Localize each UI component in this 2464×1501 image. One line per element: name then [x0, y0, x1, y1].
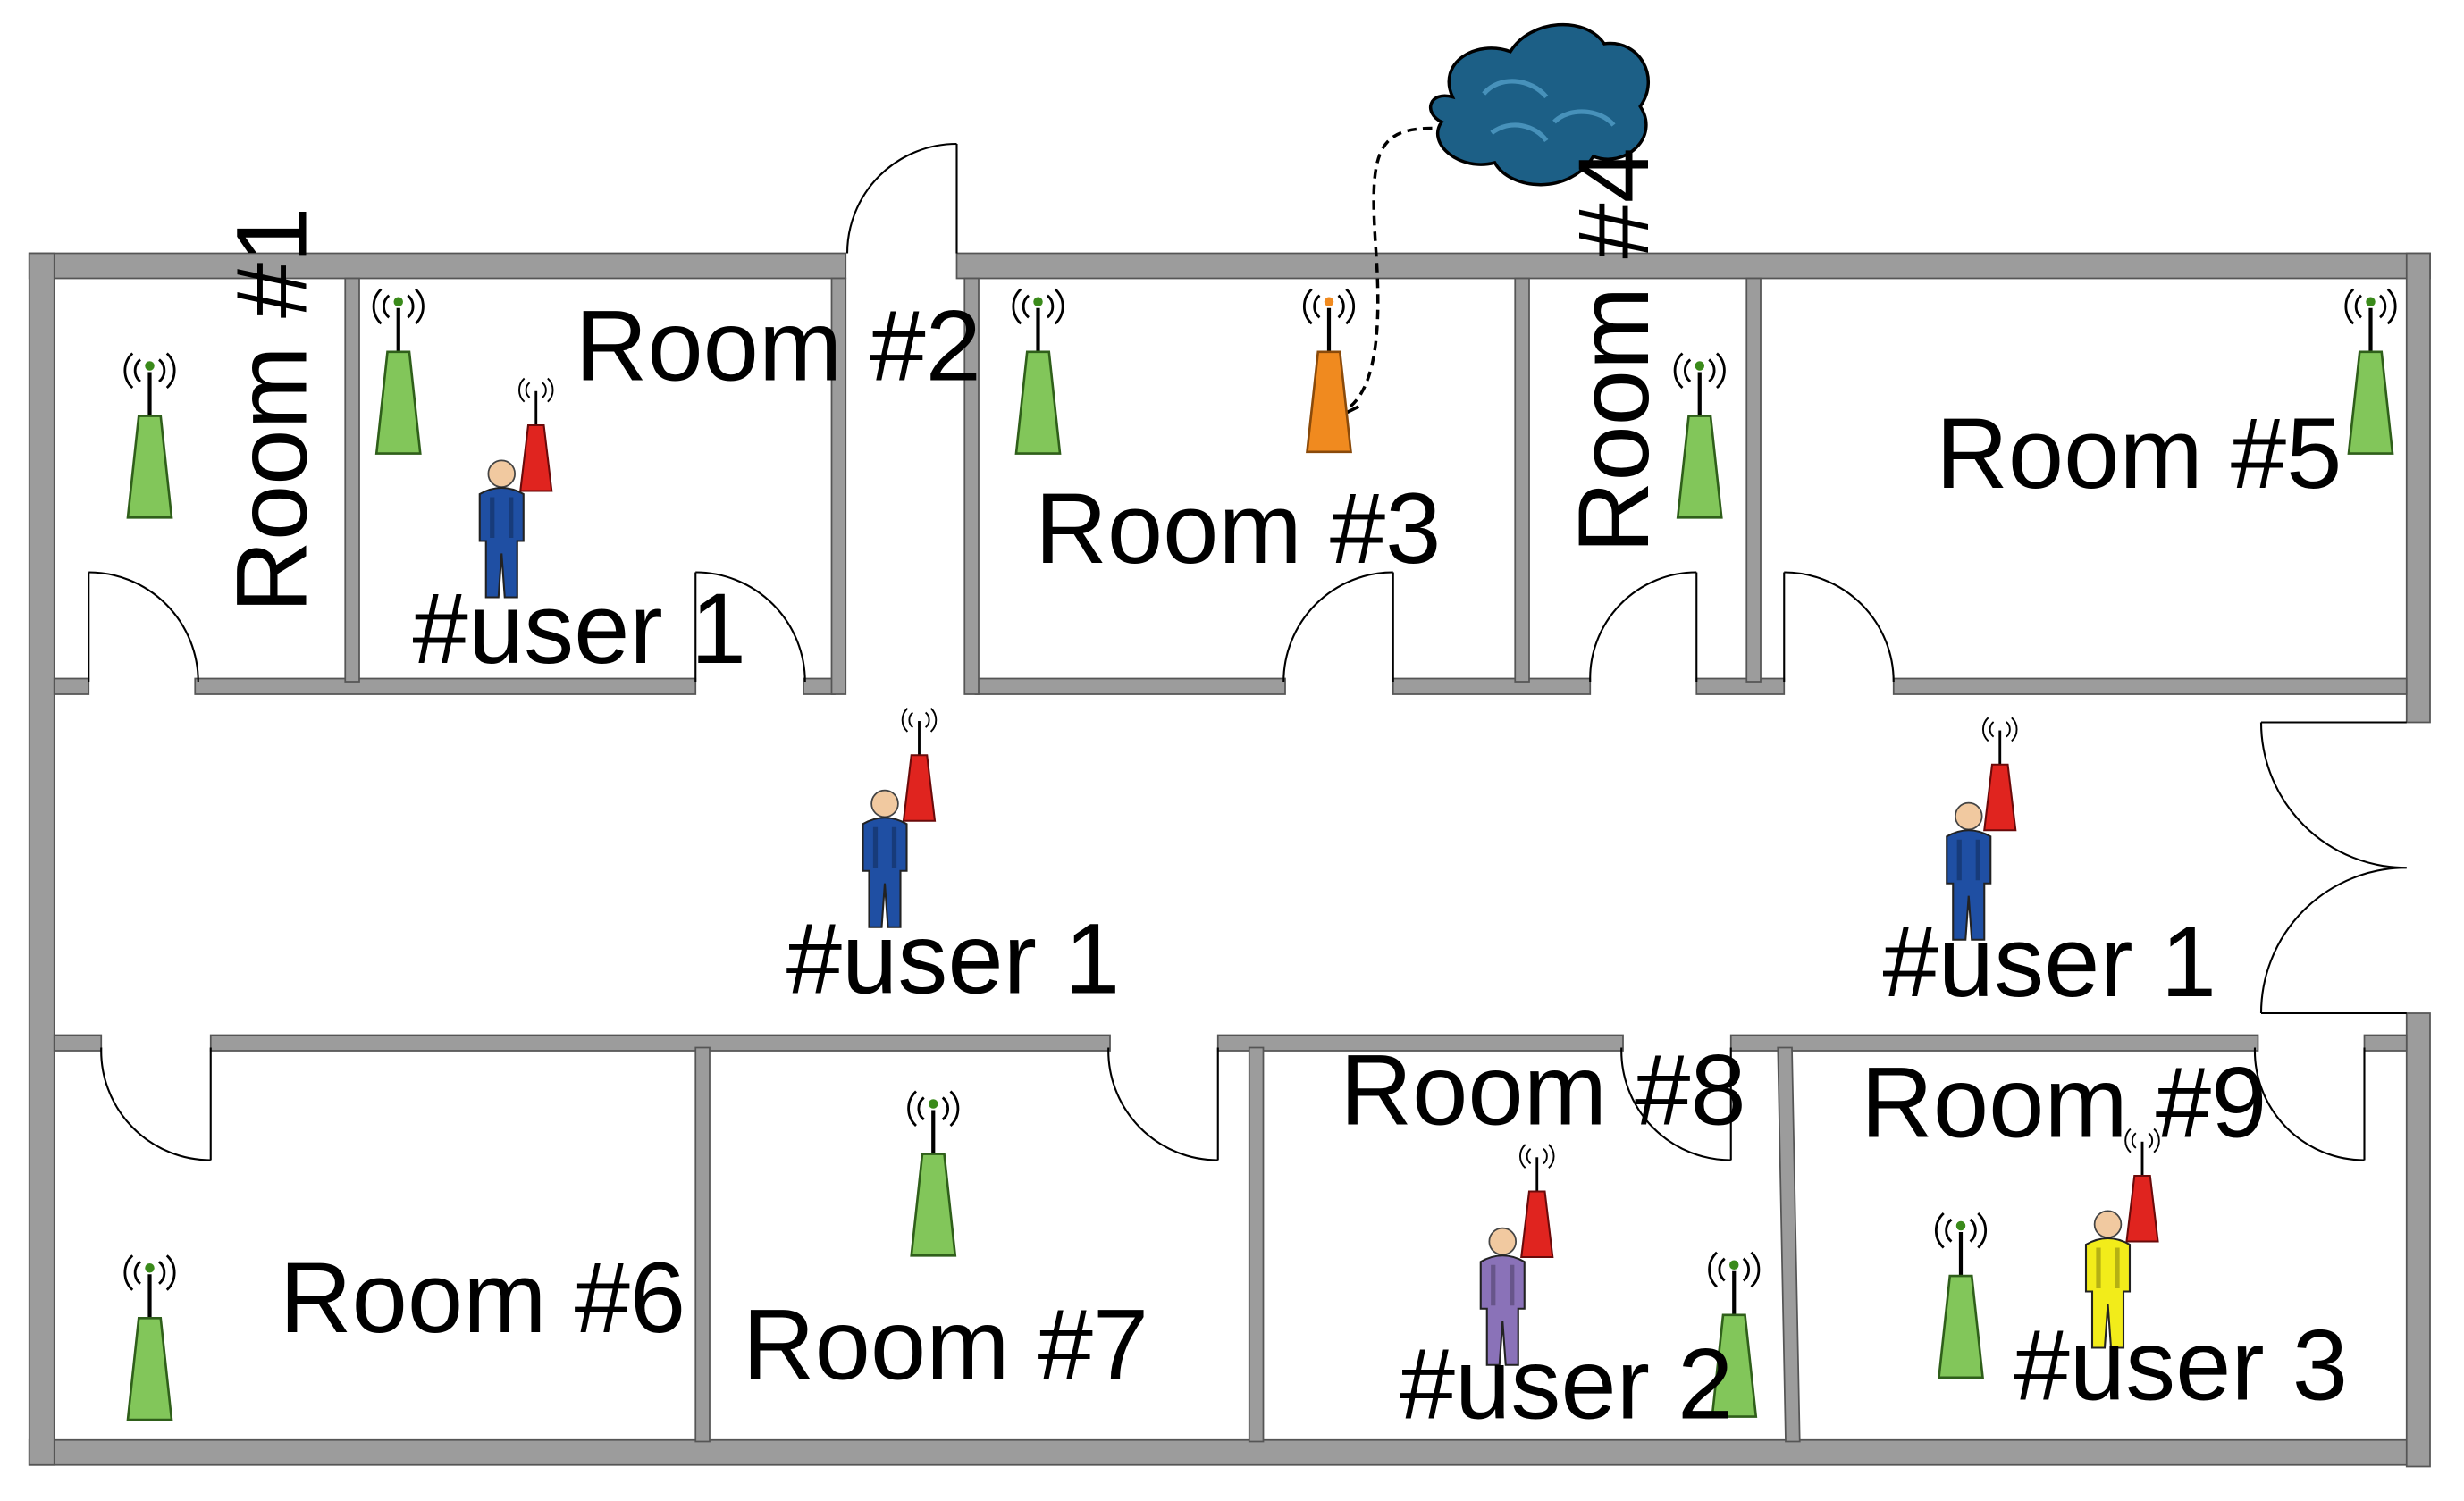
wireless-anchor-icon — [125, 354, 174, 519]
corridor-wall-south-b — [209, 1034, 1111, 1052]
door-icon — [1620, 1047, 1732, 1161]
door-icon — [1107, 1047, 1219, 1161]
wireless-anchor-icon — [2346, 289, 2395, 455]
wall-bottom — [28, 1438, 2420, 1466]
door-icon — [1783, 571, 1895, 683]
corridor-wall-south-c — [1216, 1034, 1624, 1052]
door-icon — [1589, 571, 1698, 683]
wall-top-left — [28, 252, 847, 280]
room-label: Room #3 — [1035, 473, 1441, 584]
wireless-anchor-icon — [125, 1255, 174, 1421]
partition-room8-room9 — [1777, 1046, 1801, 1443]
wireless-tag-icon — [901, 707, 938, 822]
room-label: Room #5 — [1936, 398, 2342, 509]
room-label: Room #8 — [1340, 1034, 1745, 1145]
door-icon — [88, 571, 199, 683]
corridor-wall-south-d — [1729, 1034, 2259, 1052]
doors — [88, 142, 2407, 1161]
room-label: Room #1 — [215, 207, 327, 613]
corridor-wall-north-e — [1392, 677, 1592, 695]
corridor-wall-north-c — [803, 677, 836, 695]
wireless-anchor-icon — [1936, 1213, 1985, 1379]
wall-left — [28, 252, 55, 1466]
corridor-wall-north-d — [974, 677, 1286, 695]
door-icon — [1282, 571, 1394, 683]
walls — [28, 252, 2431, 1468]
room-label: Room #2 — [576, 289, 981, 401]
wireless-anchor-icon — [909, 1092, 958, 1257]
partition-hall-room3 — [963, 277, 980, 695]
wireless-anchor-icon — [374, 289, 423, 455]
tags — [517, 377, 2161, 1259]
room-label: Room #4 — [1558, 147, 1669, 553]
cloud-icon — [1429, 22, 1650, 187]
anchors — [125, 289, 2395, 1421]
door-icon — [694, 571, 806, 683]
partition-room4-room5 — [1745, 277, 1762, 683]
partition-room6-room7 — [694, 1046, 711, 1443]
corridor-wall-north-a — [53, 677, 90, 695]
wireless-anchor-icon — [1675, 354, 1724, 519]
wireless-tag-icon — [1981, 716, 2018, 832]
user-label: #user 1 — [413, 573, 747, 684]
door-icon — [2253, 1047, 2366, 1161]
user-label: #user 2 — [1400, 1328, 1734, 1439]
wall-right-lower — [2405, 1012, 2431, 1468]
wireless-tag-icon — [1518, 1143, 1555, 1259]
partition-room1-room2 — [344, 277, 360, 683]
partition-room3-room4 — [1514, 277, 1530, 683]
door-icon — [845, 142, 958, 254]
corridor-wall-north-g — [1892, 677, 2408, 695]
room-label: Room #7 — [743, 1289, 1148, 1401]
door-icon — [100, 1047, 212, 1161]
room-labels: Room #1 Room #2 Room #3 Room #4 Room #5 … — [215, 147, 2342, 1400]
corridor-wall-south-e — [2363, 1034, 2408, 1052]
wireless-anchor-icon — [1013, 289, 1063, 455]
double-door-icon — [2259, 721, 2407, 1015]
corridor-wall-north-b — [194, 677, 697, 695]
user-labels: #user 1 #user 1 #user 1 #user 2 #user 3 — [413, 573, 2349, 1439]
uplink-link — [1345, 126, 1433, 411]
wireless-tag-icon — [517, 377, 554, 492]
partition-room7-room8 — [1248, 1046, 1265, 1443]
user-label: #user 1 — [786, 902, 1121, 1014]
partition-room2-hall — [830, 277, 847, 695]
user-label: #user 1 — [1883, 906, 2217, 1018]
wall-top-right — [955, 252, 2431, 280]
corridor-wall-north-f — [1695, 677, 1786, 695]
corridor-wall-south-a — [53, 1034, 103, 1052]
gateway-icon — [1304, 289, 1353, 454]
wireless-tag-icon — [2123, 1128, 2161, 1243]
wall-right-upper — [2405, 252, 2431, 724]
user-label: #user 3 — [2014, 1309, 2349, 1421]
room-label: Room #6 — [280, 1242, 685, 1354]
room-label: Room #9 — [1861, 1046, 2266, 1158]
wireless-anchor-icon — [1710, 1253, 1759, 1418]
